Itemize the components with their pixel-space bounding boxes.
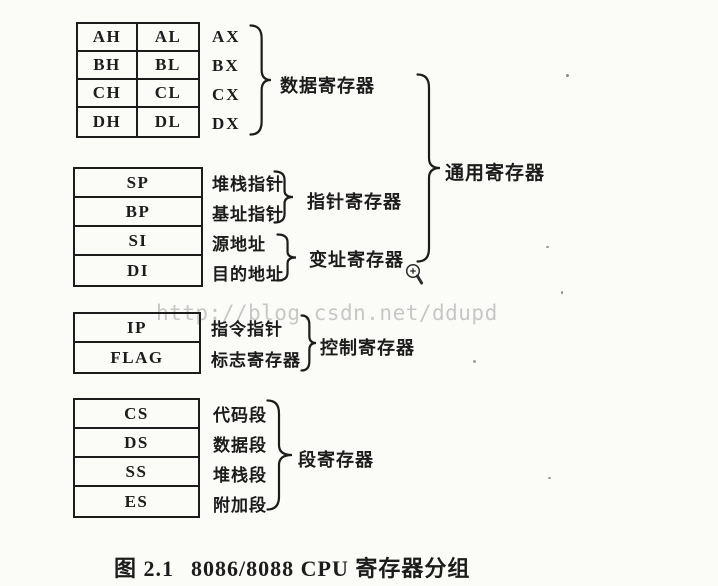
watermark-url: http://blog.csdn.net/ddupd [156, 301, 498, 325]
general-registers-brace [416, 73, 441, 263]
register-cell-cs: CS [75, 400, 198, 429]
desc-stack-segment: 堆栈段 [213, 465, 267, 485]
scan-speck [561, 291, 563, 294]
register-cell-dl: DL [154, 112, 182, 131]
pointer-registers-brace [273, 170, 294, 224]
register-cell-al: AL [138, 24, 198, 52]
word-label-ax: AX [212, 26, 241, 46]
register-cell-si: SI [75, 227, 201, 256]
desc-base-pointer: 基址指针 [212, 204, 284, 224]
data-registers-group-label: 数据寄存器 [280, 76, 375, 96]
segment-registers-brace [266, 399, 293, 511]
scan-speck [546, 246, 549, 248]
word-label-dx: DX [212, 113, 241, 133]
pointer-index-registers-table: SP BP SI DI [73, 167, 203, 287]
segment-registers-group-label: 段寄存器 [298, 450, 374, 470]
control-registers-group-label: 控制寄存器 [320, 338, 415, 358]
register-cell-ah: AH [78, 24, 138, 52]
zoom-in-magnifier-icon [405, 263, 424, 285]
register-cell-flag: FLAG [110, 347, 164, 367]
data-registers-table: AH AL BH BL CH CL DH DL [76, 22, 200, 138]
figure-caption: 图 2.1 8086/8088 CPU 寄存器分组 [114, 551, 470, 583]
register-cell-cl: CL [138, 80, 198, 108]
desc-destination-address: 目的地址 [212, 264, 284, 284]
register-cell-ip: IP [75, 314, 199, 343]
desc-data-segment: 数据段 [213, 435, 267, 455]
index-registers-brace [276, 233, 297, 282]
word-label-cx: CX [212, 84, 241, 104]
index-registers-group-label: 变址寄存器 [309, 250, 404, 270]
data-registers-brace [249, 24, 272, 136]
figure-number: 图 2.1 [114, 556, 175, 581]
desc-code-segment: 代码段 [213, 405, 267, 425]
general-registers-group-label: 通用寄存器 [445, 163, 546, 184]
figure-title: 8086/8088 CPU 寄存器分组 [191, 556, 471, 581]
register-cell-ss: SS [75, 458, 198, 487]
register-cell-bl: BL [138, 52, 198, 80]
control-registers-table: IP FLAG [73, 312, 201, 374]
register-cell-ch: CH [78, 80, 138, 108]
scan-speck [566, 74, 569, 77]
desc-instruction-pointer: 指令指针 [211, 320, 283, 339]
register-cell-di: DI [127, 260, 149, 280]
desc-source-address: 源地址 [212, 234, 266, 254]
scan-speck [473, 360, 476, 363]
segment-desc-labels: 代码段 数据段 堆栈段 附加段 [213, 398, 293, 518]
register-cell-bh: BH [78, 52, 138, 80]
control-desc-labels: 指令指针 标志寄存器 [211, 312, 306, 374]
register-cell-sp: SP [75, 169, 201, 198]
segment-registers-table: CS DS SS ES [73, 398, 200, 518]
scan-speck [548, 477, 551, 479]
desc-extra-segment: 附加段 [213, 495, 267, 515]
desc-flags-register: 标志寄存器 [211, 351, 301, 370]
control-registers-brace [300, 314, 317, 372]
word-label-bx: BX [212, 55, 240, 75]
word-register-labels: AX BX CX DX [212, 22, 262, 138]
register-cell-dh: DH [78, 108, 138, 136]
register-cell-es: ES [124, 491, 149, 511]
pointer-registers-group-label: 指针寄存器 [307, 192, 402, 212]
register-cell-bp: BP [75, 198, 201, 227]
desc-stack-pointer: 堆栈指针 [212, 174, 284, 194]
register-cell-ds: DS [75, 429, 198, 458]
pointer-index-desc-labels: 堆栈指针 基址指针 源地址 目的地址 [212, 167, 307, 287]
